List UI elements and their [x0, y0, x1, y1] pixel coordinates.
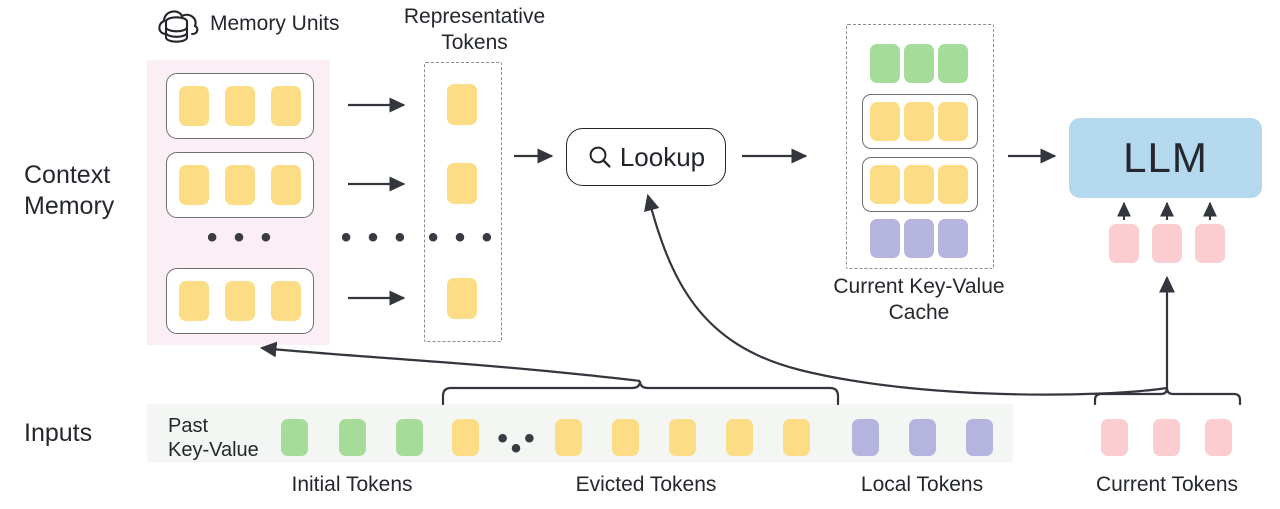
brace-evicted-tokens [441, 380, 840, 406]
input-token-local [852, 419, 879, 456]
input-token-evicted [555, 419, 582, 456]
kv-cache-token-initial [870, 44, 900, 83]
kv-cache-token-initial [938, 44, 968, 83]
kv-cache-retrieved-unit [862, 94, 978, 149]
representative-tokens-container [424, 62, 502, 342]
input-token-evicted [452, 419, 479, 456]
llm-input-token [1152, 224, 1182, 263]
input-token-evicted [612, 419, 639, 456]
memory-token [179, 281, 209, 321]
input-token-initial [339, 419, 366, 456]
input-token-evicted [783, 419, 810, 456]
cloud-database-icon [156, 4, 202, 50]
kv-cache-token-local [938, 219, 968, 258]
group-label-local-tokens: Local Tokens [860, 473, 984, 496]
memory-token [271, 86, 301, 126]
representative-token [447, 84, 477, 125]
input-token-initial [396, 419, 423, 456]
memory-units-label: Memory Units [210, 12, 340, 35]
arrow-unit-to-token [348, 97, 406, 306]
memory-token [271, 281, 301, 321]
memory-unit[interactable] [166, 73, 314, 139]
memory-token [225, 165, 255, 205]
group-label-current-tokens: Current Tokens [1095, 473, 1239, 496]
lookup-label: Lookup [619, 141, 706, 172]
memory-unit[interactable] [166, 268, 314, 334]
arrow-token-to-llm [1117, 201, 1217, 220]
kv-cache-token-retrieved [904, 102, 934, 141]
memory-token [225, 281, 255, 321]
label-context-memory: Context Memory [24, 161, 115, 220]
past-key-value-label: Past Key-Value [168, 415, 259, 461]
memory-token [271, 165, 301, 205]
mid-ellipsis: • • • [340, 221, 410, 254]
input-token-local [966, 419, 993, 456]
kv-cache-token-local [904, 219, 934, 258]
brace-current-tokens [1093, 387, 1242, 406]
kv-cache-token-retrieved [870, 165, 900, 204]
group-label-evicted-tokens: Evicted Tokens [575, 473, 717, 496]
memory-token [179, 86, 209, 126]
inputs-ellipsis: • • • [497, 422, 539, 465]
memory-token [179, 165, 209, 205]
kv-cache-token-retrieved [938, 102, 968, 141]
input-token-current [1101, 419, 1128, 456]
kv-cache-token-retrieved [870, 102, 900, 141]
input-token-current [1205, 419, 1232, 456]
representative-token [447, 163, 477, 204]
memory-units-ellipsis: • • • [206, 221, 276, 254]
input-token-evicted [669, 419, 696, 456]
kv-cache-token-initial [904, 44, 934, 83]
input-token-local [909, 419, 936, 456]
representative-token [447, 278, 477, 319]
label-inputs: Inputs [24, 419, 93, 447]
llm-block[interactable]: LLM [1069, 118, 1262, 198]
lookup-button[interactable]: Lookup [566, 128, 726, 186]
representative-tokens-label: Representative Tokens [403, 5, 546, 54]
llm-label: LLM [1123, 134, 1208, 181]
input-token-evicted [726, 419, 753, 456]
llm-input-token [1109, 224, 1139, 263]
llm-input-token [1195, 224, 1225, 263]
kv-cache-token-retrieved [938, 165, 968, 204]
kv-cache-retrieved-unit [862, 157, 978, 212]
kv-cache-token-retrieved [904, 165, 934, 204]
arrow-evicted-to-memory [259, 341, 641, 383]
kv-cache-token-local [870, 219, 900, 258]
input-token-initial [281, 419, 308, 456]
representative-tokens-ellipsis: • • • [427, 221, 497, 254]
group-label-initial-tokens: Initial Tokens [291, 473, 413, 496]
search-icon [587, 144, 613, 170]
input-token-current [1153, 419, 1180, 456]
memory-token [225, 86, 255, 126]
memory-unit[interactable] [166, 152, 314, 218]
kv-cache-label: Current Key-Value Cache [833, 275, 1005, 324]
